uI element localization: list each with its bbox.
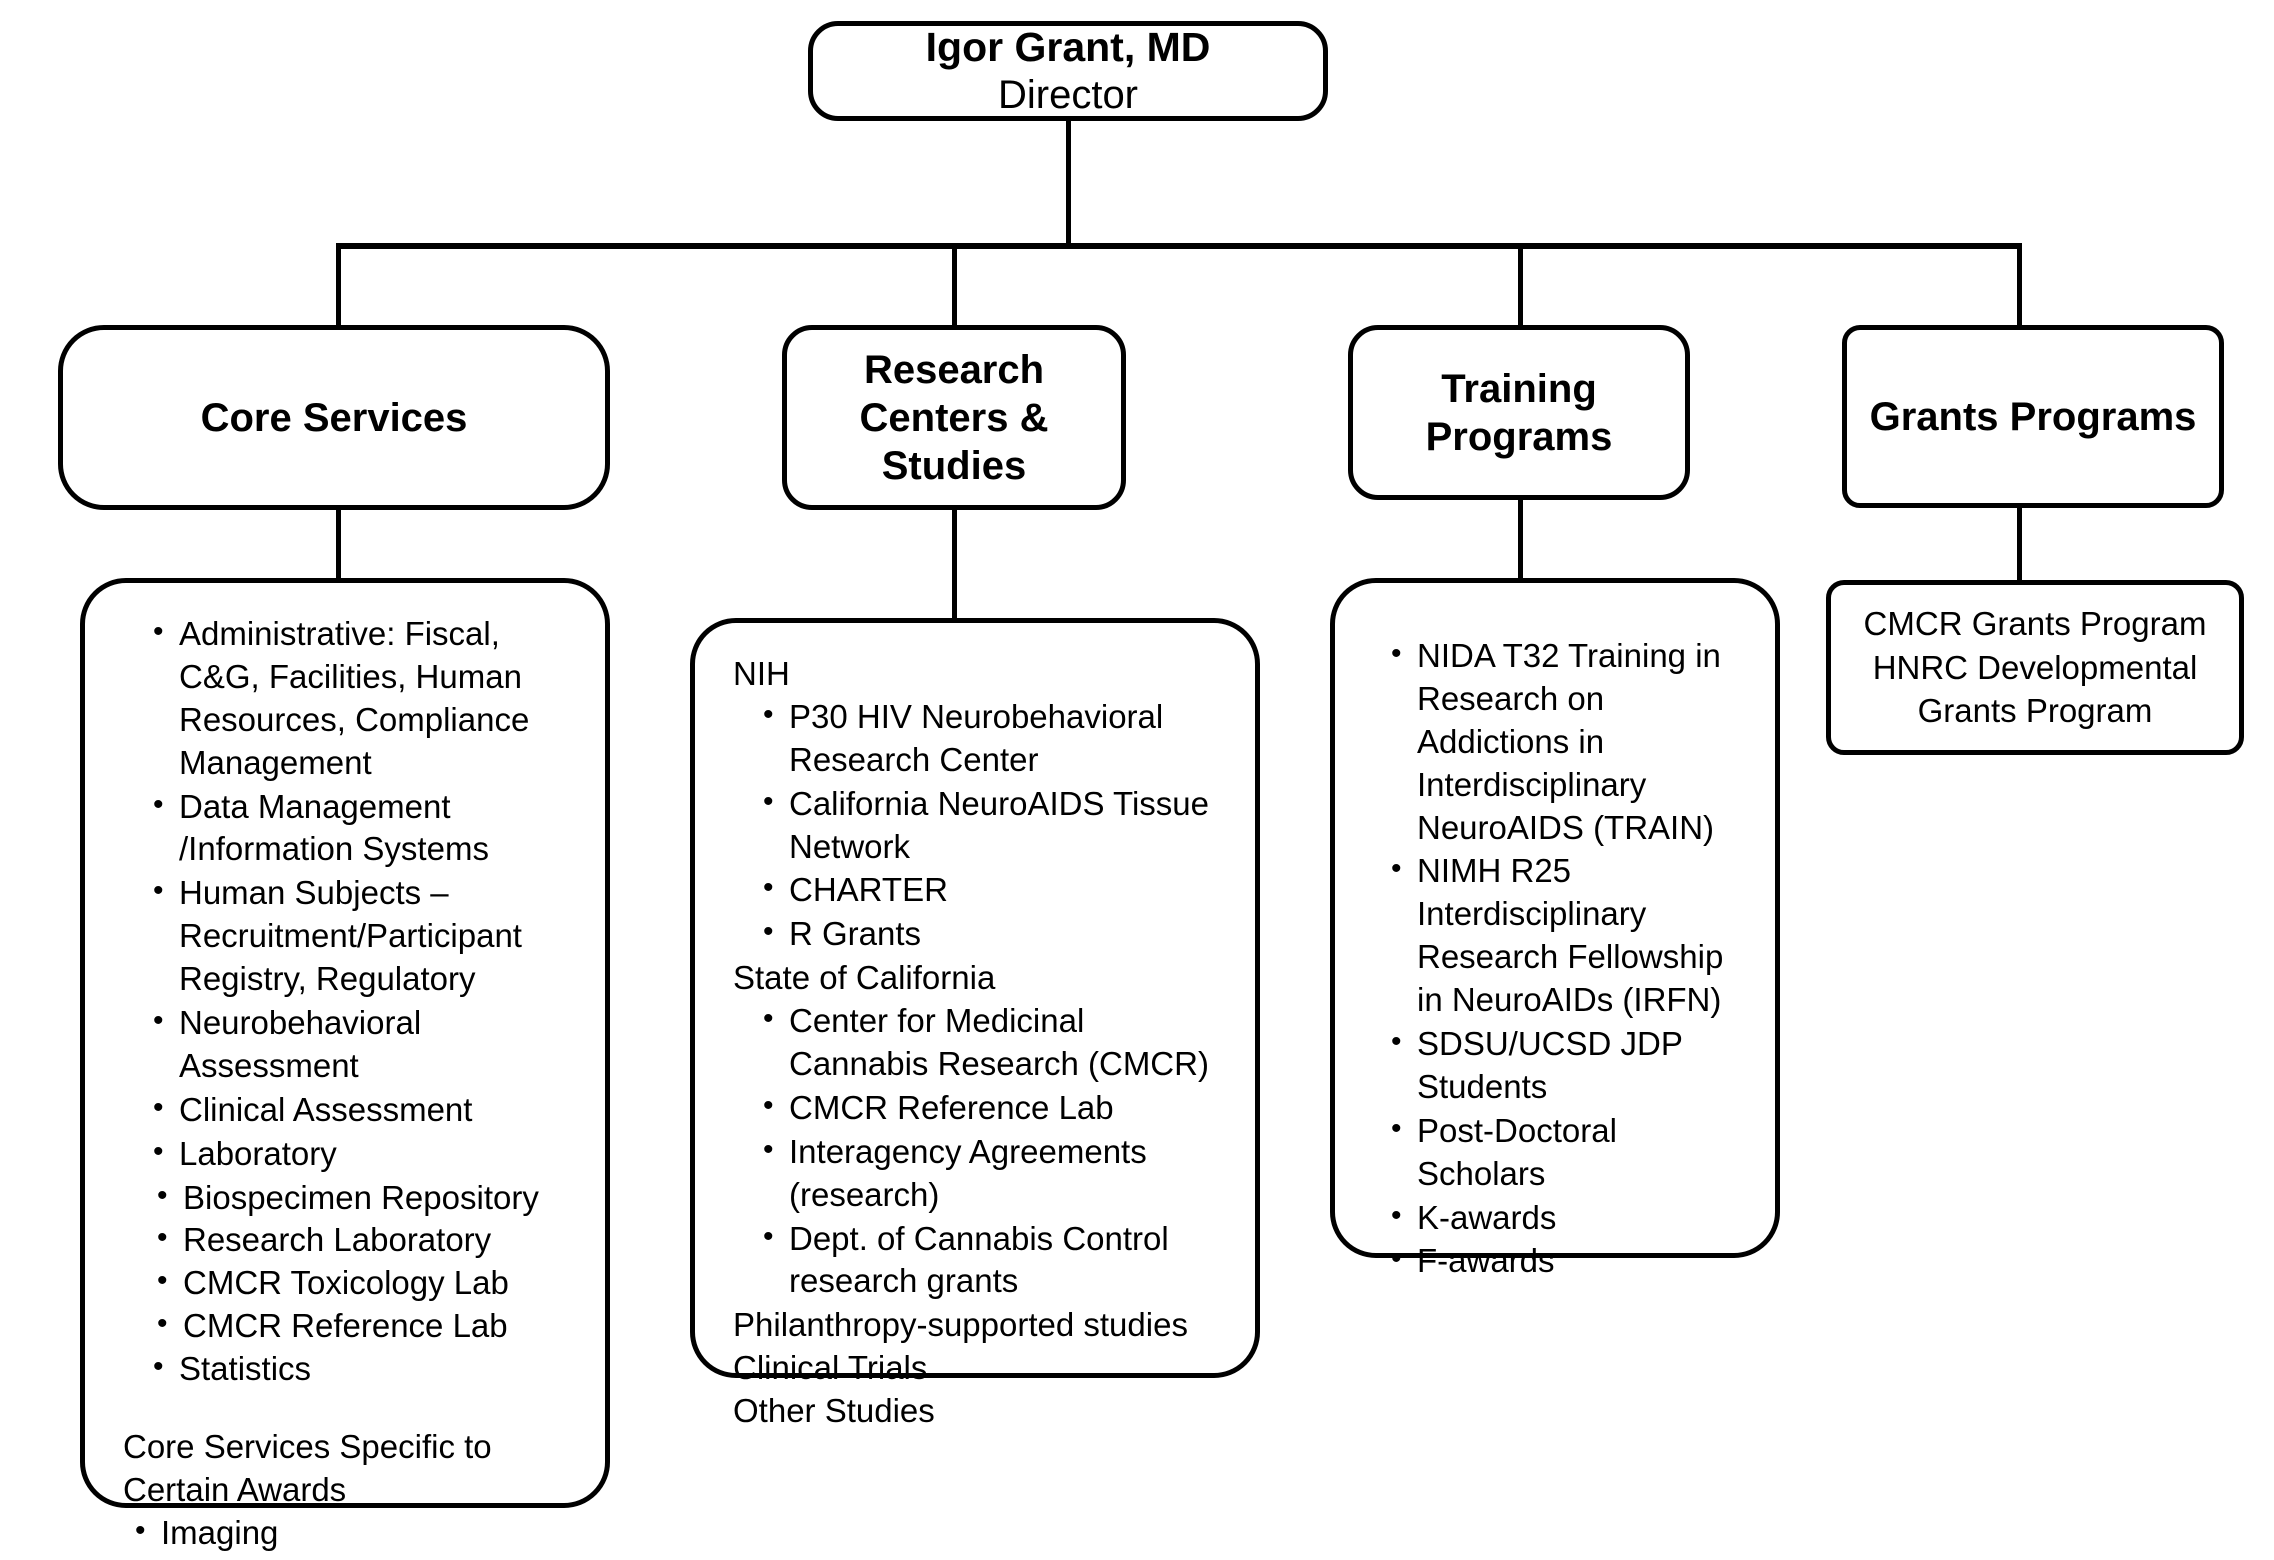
- grants-programs-line: CMCR Grants Program: [1863, 604, 2207, 642]
- list-item: F-awards: [1391, 1239, 1749, 1283]
- list-item: Biospecimen Repository: [157, 1176, 579, 1220]
- list-item: CMCR Toxicology Lab: [157, 1261, 579, 1305]
- connector-core-services-to-details: [336, 510, 341, 580]
- director-name: Igor Grant, MD: [925, 24, 1211, 71]
- research-trailing-line: Clinical Trials: [733, 1349, 928, 1387]
- list-item: Post-Doctoral Scholars: [1391, 1109, 1749, 1196]
- node-grants-programs[interactable]: Grants Programs: [1842, 325, 2224, 508]
- core-services-section-heading: Core Services Specific to Certain Awards: [123, 1428, 492, 1508]
- connector-drop-core-services: [336, 243, 341, 328]
- research-centers-title-line2: Centers &: [859, 395, 1049, 440]
- connector-drop-grants-programs: [2017, 243, 2022, 328]
- training-programs-title-line1: Training: [1441, 366, 1597, 411]
- list-item: K-awards: [1391, 1196, 1749, 1240]
- node-training-programs[interactable]: Training Programs: [1348, 325, 1690, 500]
- details-training-programs[interactable]: NIDA T32 Training in Research on Addicti…: [1330, 578, 1780, 1279]
- list-item: CMCR Reference Lab: [157, 1304, 579, 1348]
- list-item: Neurobehavioral Assessment: [153, 1001, 579, 1088]
- list-item: NIMH R25 Interdisciplinary Research Fell…: [1391, 849, 1749, 1022]
- connector-grants-programs-to-details: [2017, 500, 2022, 580]
- list-item: CMCR Reference Lab: [763, 1086, 1229, 1130]
- list-item: NIDA T32 Training in Research on Addicti…: [1391, 634, 1749, 849]
- connector-research-centers-to-details: [952, 510, 957, 620]
- node-director[interactable]: Igor Grant, MD Director: [808, 21, 1328, 121]
- connector-training-programs-to-details: [1518, 500, 1523, 580]
- list-item: Administrative: Fiscal, C&G, Facilities,…: [153, 612, 579, 785]
- training-programs-title-line2: Programs: [1425, 414, 1613, 459]
- connector-drop-training-programs: [1518, 243, 1523, 328]
- core-services-specific-list: Imaging Neurosciences & Animal Models Ne…: [111, 1511, 579, 1560]
- list-item: Human Subjects – Recruitment/Participant…: [153, 871, 579, 1001]
- research-trailing-line: Philanthropy-supported studies: [733, 1306, 1188, 1344]
- list-item: Clinical Assessment: [153, 1088, 579, 1132]
- list-item: Interagency Agreements (research): [763, 1130, 1229, 1217]
- core-services-laboratory-sublist: Biospecimen Repository Research Laborato…: [111, 1176, 579, 1349]
- node-research-centers[interactable]: Research Centers & Studies: [782, 325, 1126, 510]
- core-services-title: Core Services: [200, 395, 468, 440]
- node-core-services[interactable]: Core Services: [58, 325, 610, 510]
- list-item: Imaging: [135, 1511, 579, 1555]
- nih-list: P30 HIV Neurobehavioral Research Center …: [721, 695, 1229, 956]
- training-programs-list: NIDA T32 Training in Research on Addicti…: [1361, 634, 1749, 1283]
- details-research-centers[interactable]: NIH P30 HIV Neurobehavioral Research Cen…: [690, 618, 1260, 1429]
- core-services-list-continued: Statistics: [111, 1347, 579, 1391]
- list-item: Statistics: [153, 1347, 579, 1391]
- grants-programs-title: Grants Programs: [1869, 394, 2197, 439]
- grants-programs-line: Grants Program: [1917, 692, 2153, 730]
- list-item: Dept. of Cannabis Control research grant…: [763, 1217, 1229, 1304]
- list-item: CHARTER: [763, 868, 1229, 912]
- details-core-services[interactable]: Administrative: Fiscal, C&G, Facilities,…: [80, 578, 610, 1560]
- list-item: Laboratory: [153, 1132, 579, 1176]
- connector-drop-research-centers: [952, 243, 957, 328]
- grants-programs-line: HNRC Developmental: [1872, 648, 2198, 686]
- nih-heading: NIH: [733, 655, 790, 692]
- core-services-list: Administrative: Fiscal, C&G, Facilities,…: [111, 612, 579, 1176]
- connector-bus: [336, 243, 2022, 249]
- state-of-california-heading: State of California: [733, 959, 996, 997]
- list-item: R Grants: [763, 912, 1229, 956]
- connector-root-stem: [1066, 119, 1071, 247]
- state-of-california-list: Center for Medicinal Cannabis Research (…: [721, 999, 1229, 1304]
- list-item: Neurosciences & Animal Models: [135, 1555, 579, 1560]
- research-centers-title-line3: Studies: [881, 443, 1027, 488]
- list-item: P30 HIV Neurobehavioral Research Center: [763, 695, 1229, 782]
- research-centers-title-line1: Research: [863, 347, 1045, 392]
- list-item: California NeuroAIDS Tissue Network: [763, 782, 1229, 869]
- research-trailing-line: Other Studies: [733, 1392, 935, 1430]
- list-item: SDSU/UCSD JDP Students: [1391, 1022, 1749, 1109]
- list-item: Center for Medicinal Cannabis Research (…: [763, 999, 1229, 1086]
- details-grants-programs[interactable]: CMCR Grants Program HNRC Developmental G…: [1826, 580, 2244, 755]
- director-role: Director: [997, 72, 1139, 117]
- spacer: [111, 1392, 579, 1426]
- list-item: Data Management /Information Systems: [153, 785, 579, 872]
- list-item: Research Laboratory: [157, 1218, 579, 1262]
